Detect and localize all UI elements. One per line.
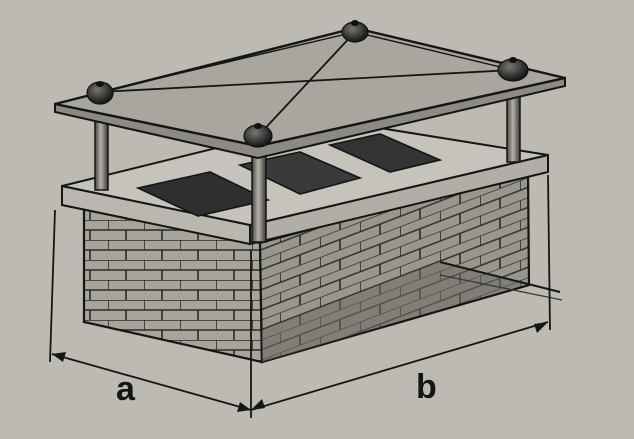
knob-front xyxy=(243,123,273,148)
flue-opening-right xyxy=(327,133,443,173)
dimension-line-a xyxy=(51,352,252,412)
dimension-label-b: b xyxy=(416,368,437,406)
wire-edge-2 xyxy=(354,31,514,71)
roof-line xyxy=(439,261,561,293)
extension-line-right xyxy=(547,174,551,331)
wire-diagonal-1 xyxy=(99,69,514,93)
cap-plate xyxy=(54,26,566,148)
roof-line-lower xyxy=(439,274,563,301)
wire-edge-1 xyxy=(99,31,356,93)
knob-right xyxy=(497,57,529,82)
flue-opening-middle xyxy=(237,151,363,195)
extension-line-left xyxy=(49,209,56,363)
dimension-line-b xyxy=(250,321,549,411)
wire-diagonal-2 xyxy=(257,31,356,137)
roof-shadow xyxy=(262,262,529,362)
post-front xyxy=(251,149,267,243)
knob-back xyxy=(341,20,369,43)
dimension-label-a: a xyxy=(116,370,135,408)
knob-back-left xyxy=(86,81,114,105)
flue-opening-left xyxy=(135,171,271,217)
